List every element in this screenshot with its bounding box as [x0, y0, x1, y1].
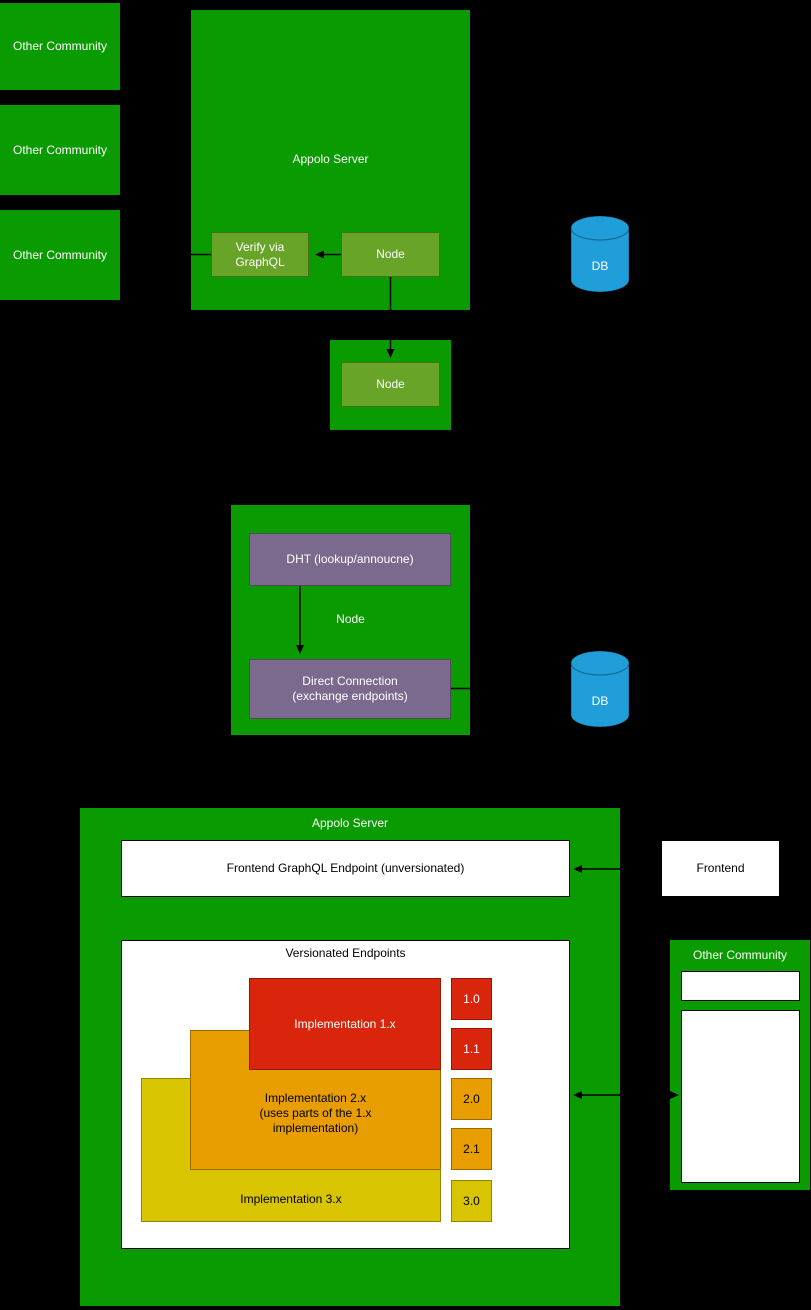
- verify-via-graphql-node: Verify via GraphQL: [211, 232, 309, 277]
- other-community-label-3: Other Community: [12, 247, 108, 262]
- implementation-2x-label: Implementation 2.x (uses parts of the 1.…: [259, 1090, 372, 1135]
- dht-lookup-box: DHT (lookup/annoucne): [249, 533, 451, 586]
- other-community-box-2: Other Community: [0, 105, 120, 195]
- other-community-bottom-title: Other Community: [692, 948, 788, 962]
- version-badge-2-0-label: 2.0: [463, 1092, 480, 1106]
- db-label-top: DB: [591, 259, 609, 273]
- version-badge-1-0: 1.0: [451, 978, 492, 1020]
- other-community-box-1: Other Community: [0, 3, 120, 90]
- other-community-box-3: Other Community: [0, 210, 120, 300]
- verify-via-graphql-label: Verify via GraphQL: [235, 239, 285, 269]
- appolo-server-bottom-title: Appolo Server: [311, 816, 389, 830]
- other-community-label-2: Other Community: [12, 142, 108, 157]
- frontend-graphql-endpoint-label: Frontend GraphQL Endpoint (unversionated…: [226, 861, 465, 875]
- implementation-1x-box: Implementation 1.x: [249, 978, 441, 1070]
- frontend-graphql-endpoint-box: Frontend GraphQL Endpoint (unversionated…: [121, 840, 570, 897]
- implementation-3x-label: Implementation 3.x: [240, 1192, 342, 1206]
- frontend-box: Frontend: [661, 840, 780, 897]
- frontend-label: Frontend: [696, 861, 745, 875]
- version-badge-2-1: 2.1: [451, 1128, 492, 1170]
- other-community-label-1: Other Community: [12, 39, 108, 53]
- version-badge-3-0: 3.0: [451, 1180, 492, 1222]
- version-badge-2-1-label: 2.1: [463, 1142, 480, 1156]
- other-community-inner-box-small: [681, 971, 800, 1001]
- version-badge-1-0-label: 1.0: [463, 992, 480, 1006]
- other-community-inner-box-large: [681, 1010, 800, 1183]
- db-label-middle: DB: [591, 694, 609, 708]
- versionated-endpoints-title: Versionated Endpoints: [285, 946, 406, 960]
- node-box-second: Node: [341, 362, 440, 407]
- node-container-title: Node: [336, 612, 365, 626]
- db-cylinder-middle: DB: [570, 650, 630, 728]
- appolo-server-top-title: Appolo Server: [292, 152, 369, 166]
- version-badge-1-1: 1.1: [451, 1028, 492, 1070]
- db-cylinder-top: DB: [570, 215, 630, 293]
- direct-connection-box: Direct Connection (exchange endpoints): [249, 659, 451, 719]
- dht-lookup-label: DHT (lookup/annoucne): [286, 552, 414, 566]
- node-label-second: Node: [376, 377, 405, 391]
- version-badge-1-1-label: 1.1: [463, 1042, 480, 1056]
- node-label-top: Node: [376, 247, 405, 261]
- node-box-top: Node: [341, 232, 440, 277]
- direct-connection-label: Direct Connection (exchange endpoints): [292, 674, 408, 703]
- db-cylinder-top-shape: [570, 215, 630, 293]
- db-cylinder-middle-shape: [570, 650, 630, 728]
- version-badge-2-0: 2.0: [451, 1078, 492, 1120]
- implementation-1x-label: Implementation 1.x: [294, 1016, 396, 1031]
- version-badge-3-0-label: 3.0: [463, 1194, 480, 1208]
